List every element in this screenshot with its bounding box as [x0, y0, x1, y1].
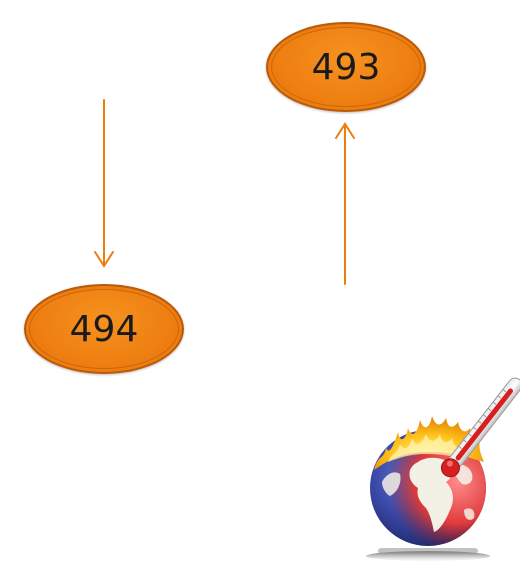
arrow-up: [335, 122, 355, 285]
burning-globe-thermometer-icon: [360, 370, 522, 565]
arrow-down: [94, 99, 114, 268]
node-493: 493: [266, 22, 426, 112]
node-494: 494: [24, 284, 184, 374]
node-493-label: 493: [311, 46, 381, 88]
node-494-label: 494: [69, 308, 139, 350]
